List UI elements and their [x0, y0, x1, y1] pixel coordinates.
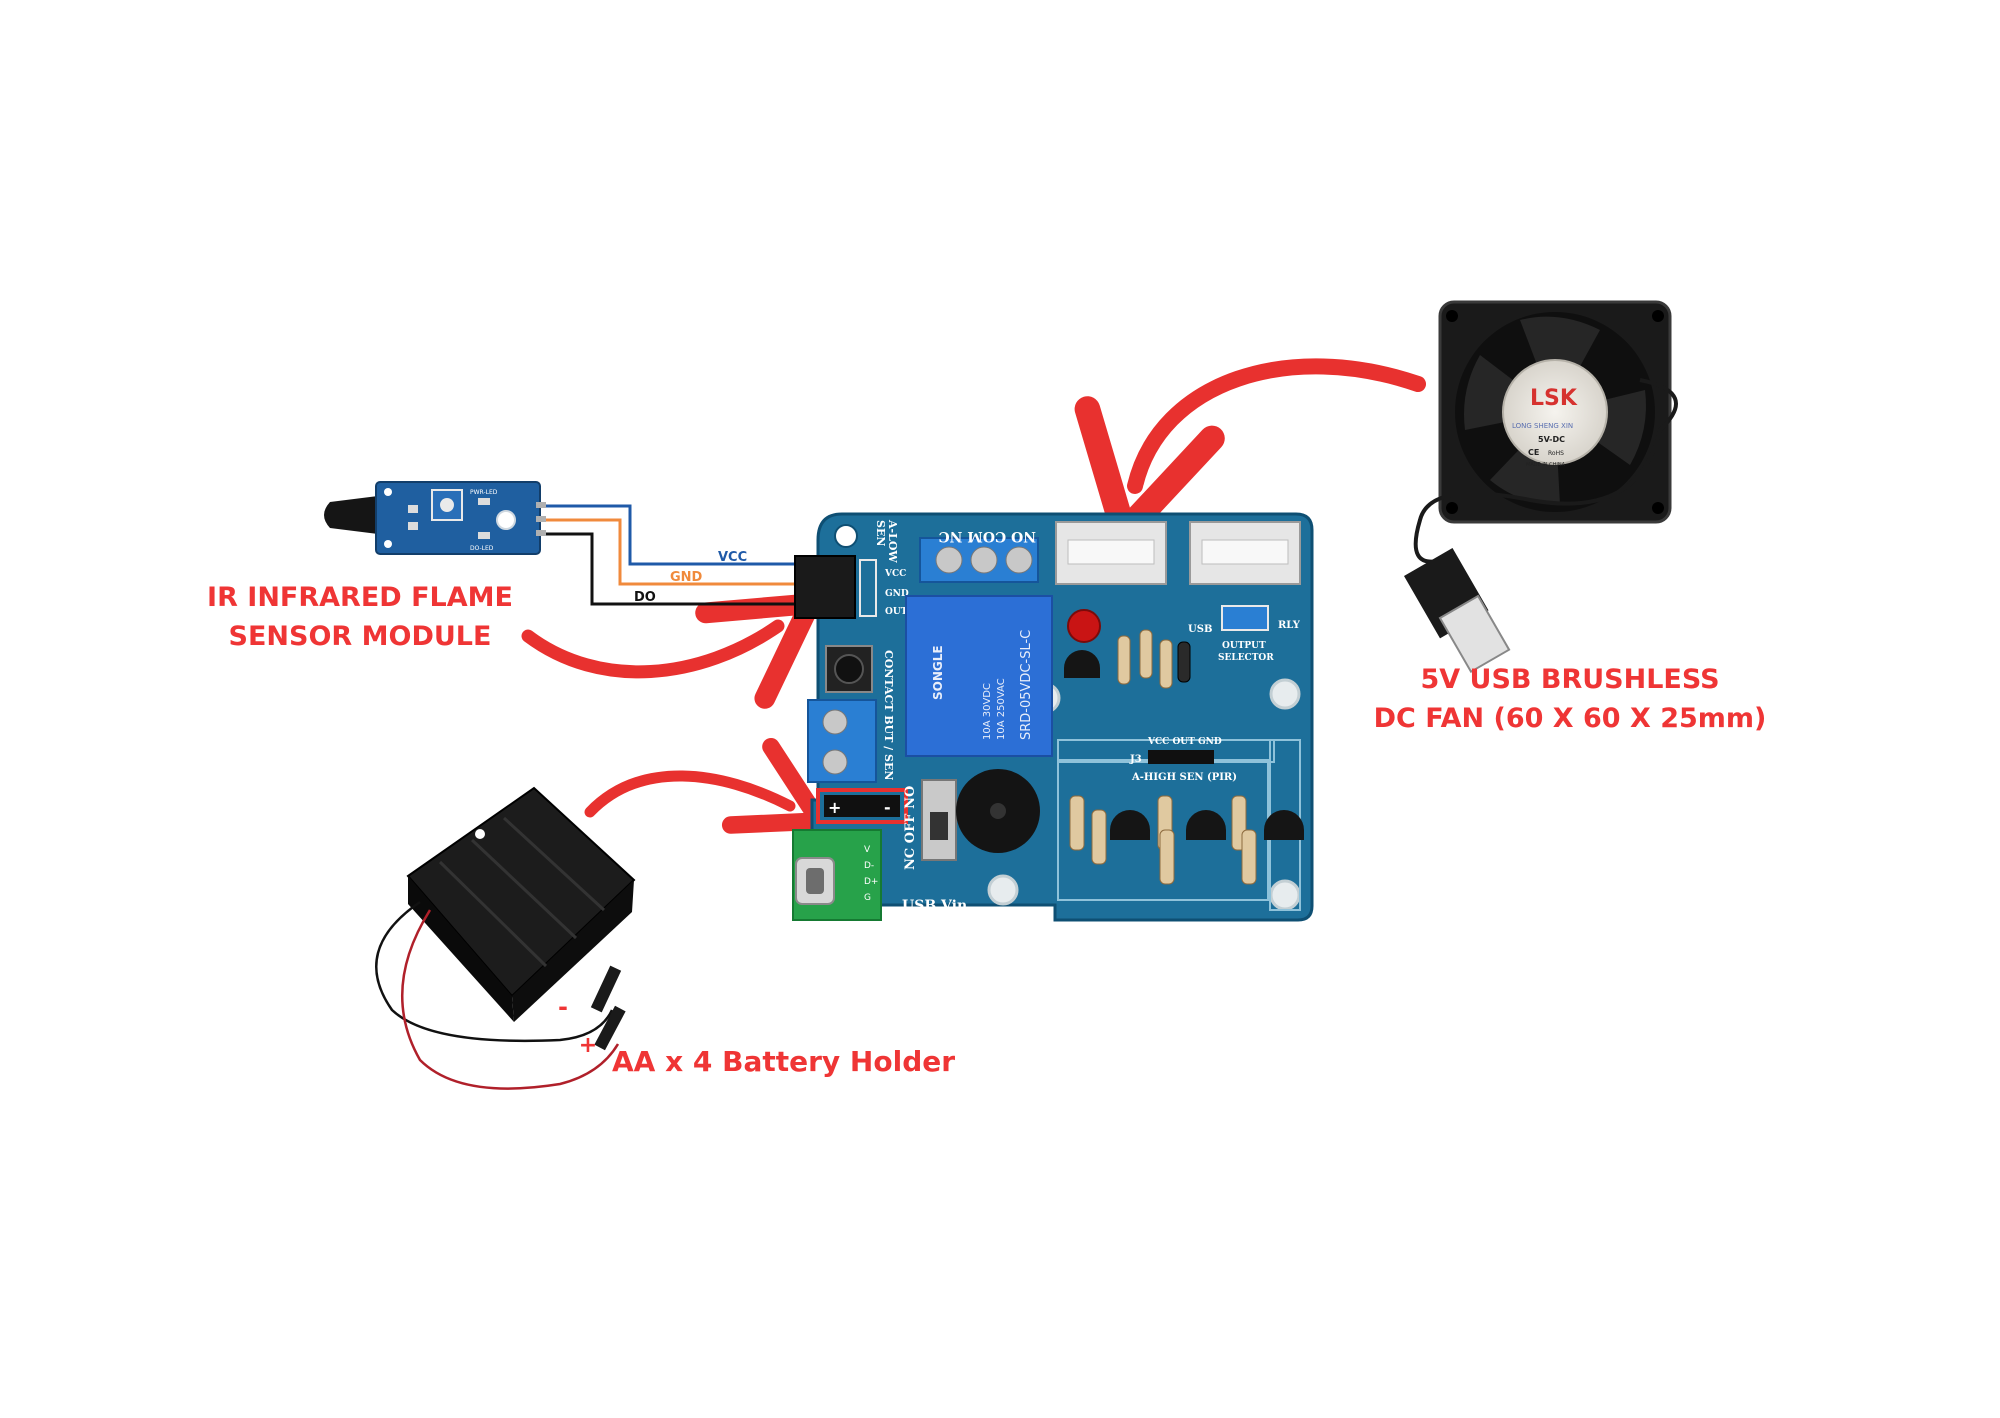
flame-sensor-module: PWR-LED DO-LED [324, 481, 546, 555]
fan-label: 5V USB BRUSHLESS DC FAN (60 X 60 X 25mm) [1350, 660, 1790, 738]
svg-text:SEN: SEN [874, 520, 887, 546]
svg-text:SONGLE: SONGLE [931, 645, 945, 700]
battery-label: AA x 4 Battery Holder [612, 1042, 972, 1083]
fan-label-line1: 5V USB BRUSHLESS [1420, 664, 1720, 695]
svg-text:-: - [884, 798, 891, 817]
vcc-wire [545, 504, 795, 566]
sensor-arrow [521, 593, 821, 709]
svg-text:LONG SHENG XIN: LONG SHENG XIN [1512, 422, 1573, 430]
svg-text:CE: CE [1528, 448, 1539, 457]
svg-text:MADE IN CHINA: MADE IN CHINA [1526, 462, 1566, 468]
potentiometer [431, 489, 463, 521]
svg-text:NO COM NC: NO COM NC [938, 528, 1036, 544]
svg-text:G: G [864, 893, 871, 903]
svg-text:SELECTOR: SELECTOR [1218, 653, 1274, 663]
fan-hub-label [1502, 359, 1608, 465]
svg-text:J3: J3 [1129, 754, 1142, 765]
main-pcb: VCC GND OUT A-LOW SEN CONTACT BUT / SEN … [792, 512, 1314, 922]
svg-text:GND: GND [885, 589, 909, 599]
gnd-wire-label: GND [670, 570, 703, 585]
svg-text:PWR-LED: PWR-LED [470, 489, 498, 496]
svg-text:10A 30VDC: 10A 30VDC [982, 683, 993, 740]
svg-text:10A 250VAC: 10A 250VAC [996, 678, 1007, 740]
svg-text:D+: D+ [864, 877, 878, 887]
flame-sensor-label-line1: IR INFRARED FLAME [207, 582, 513, 613]
battery-plus-label: + [578, 1033, 598, 1058]
ir-receiver-bulb [324, 496, 378, 534]
black-battery-wire [375, 900, 614, 1043]
battery-label-text: AA x 4 Battery Holder [612, 1045, 956, 1078]
sensor-wires: VCC GND DO [545, 504, 795, 606]
svg-text:OUTPUT: OUTPUT [1222, 641, 1266, 651]
svg-text:A-LOW: A-LOW [886, 519, 899, 563]
svg-text:+: + [828, 798, 841, 817]
svg-text:DO-LED: DO-LED [470, 545, 494, 552]
svg-text:NC OFF NO: NC OFF NO [903, 786, 918, 870]
vcc-wire-label: VCC [718, 550, 747, 565]
battery-arrow [584, 737, 829, 834]
do-wire [545, 532, 795, 606]
svg-text:VCC OUT GND: VCC OUT GND [1147, 737, 1222, 747]
fan-label-line2: DC FAN (60 X 60 X 25mm) [1373, 703, 1767, 735]
usb-vin-label: USB Vin [902, 898, 967, 914]
do-wire-label: DO [634, 590, 656, 605]
battery-minus-label: - [558, 993, 568, 1021]
sensor-header [794, 555, 856, 619]
svg-text:LSK: LSK [1530, 386, 1578, 411]
battery-connector-highlight [816, 788, 908, 824]
gnd-wire [545, 518, 795, 586]
svg-text:VCC: VCC [884, 569, 906, 579]
usb-fan: LSK LONG SHENG XIN 5V-DC CE RoHS MADE IN… [1404, 300, 1678, 674]
red-led [1067, 609, 1101, 643]
svg-text:V: V [864, 845, 871, 855]
red-battery-wire [400, 909, 620, 1090]
relay [905, 595, 1053, 757]
svg-text:RLY: RLY [1278, 620, 1301, 631]
svg-text:RoHS: RoHS [1548, 450, 1564, 457]
fan-arrow [1074, 358, 1426, 546]
svg-text:5V-DC: 5V-DC [1538, 435, 1565, 444]
output-selector-jumper [1221, 605, 1269, 631]
j3-header [1148, 750, 1214, 764]
flame-sensor-label: IR INFRARED FLAME SENSOR MODULE [190, 578, 530, 656]
svg-text:OUT: OUT [885, 607, 908, 617]
battery-holder [375, 786, 636, 1090]
fan-cable [1413, 378, 1678, 564]
svg-text:D-: D- [864, 861, 874, 871]
lower-components [1069, 795, 1304, 885]
svg-text:SRD-05VDC-SL-C: SRD-05VDC-SL-C [1019, 630, 1034, 740]
resistor-cluster-top [1117, 629, 1191, 689]
svg-text:A-HIGH SEN (PIR): A-HIGH SEN (PIR) [1131, 772, 1237, 783]
flame-sensor-label-line2: SENSOR MODULE [228, 621, 492, 653]
svg-text:CONTACT BUT / SEN: CONTACT BUT / SEN [882, 650, 895, 780]
svg-text:USB: USB [1188, 624, 1212, 635]
